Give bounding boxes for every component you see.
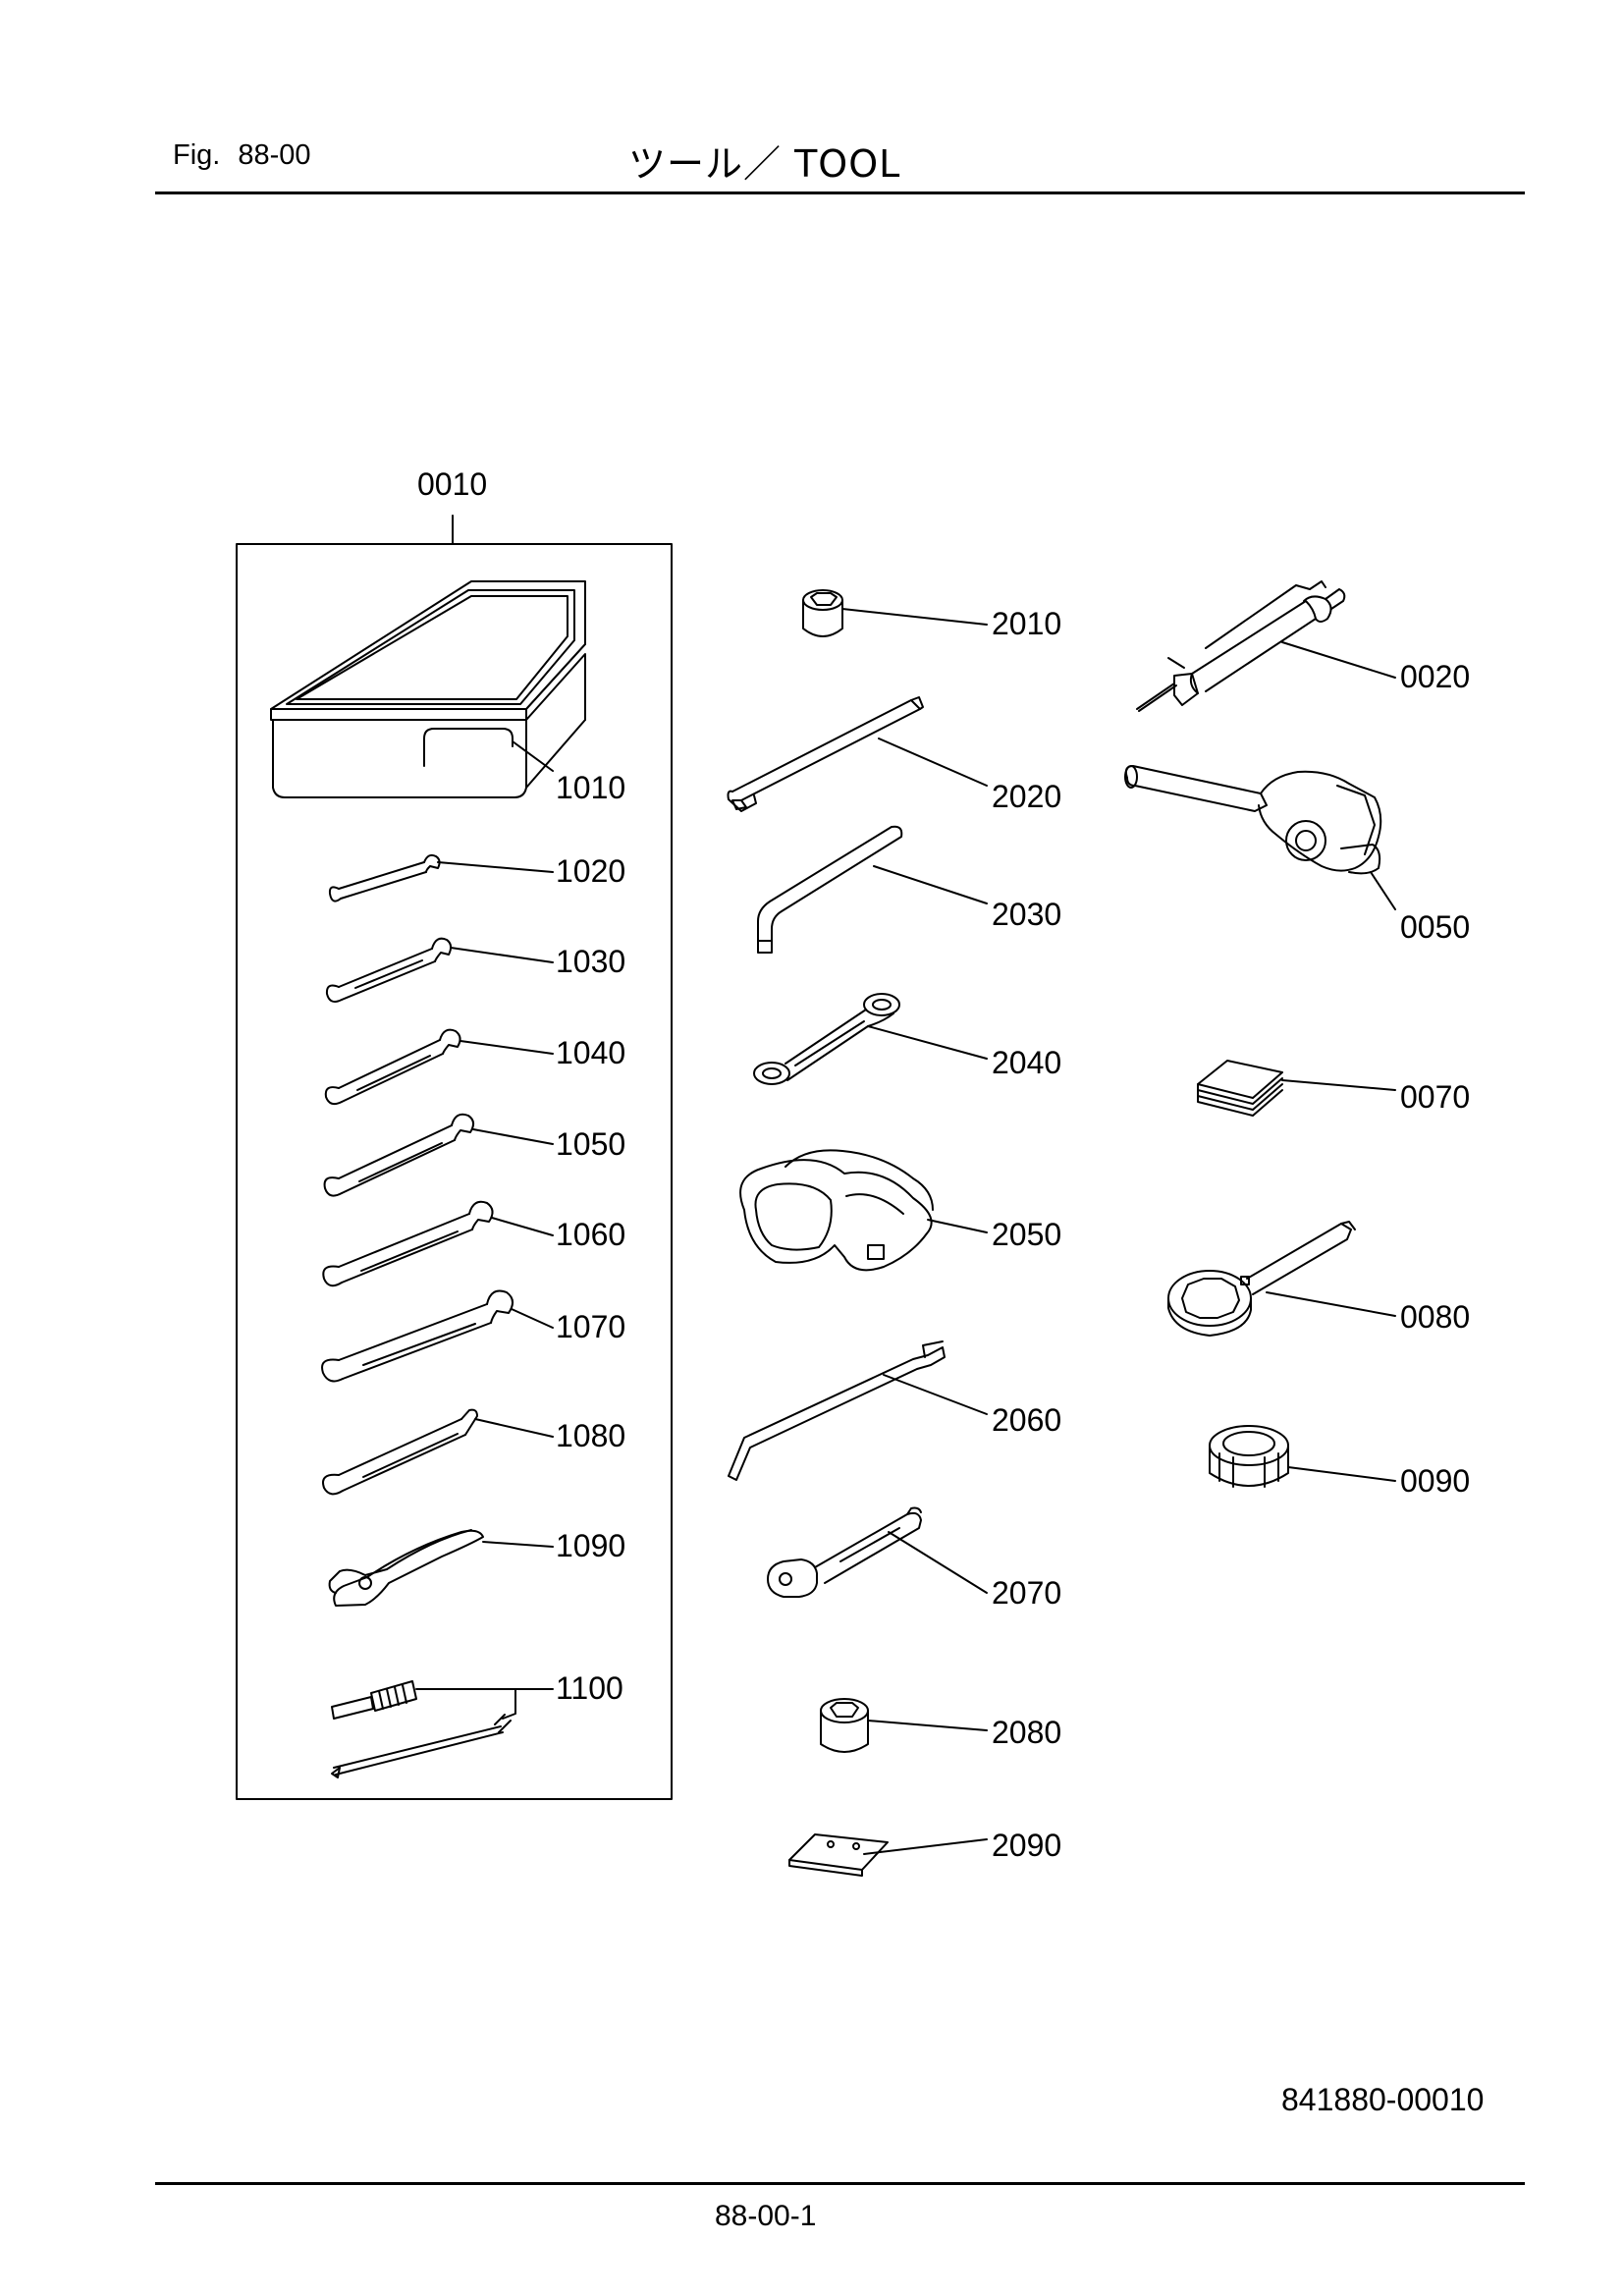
- grease-gun-icon: [1136, 580, 1346, 712]
- part-label-1010: 1010: [556, 770, 625, 805]
- part-label-0050: 0050: [1400, 909, 1470, 945]
- wrench-1040-icon: [324, 1028, 461, 1106]
- box-wrench-icon: [753, 993, 900, 1085]
- leader-1070: [511, 1308, 554, 1329]
- leader-1050: [472, 1128, 554, 1145]
- part-label-1060: 1060: [556, 1217, 625, 1252]
- part-label-2050: 2050: [992, 1217, 1061, 1252]
- ratchet-icon: [767, 1506, 922, 1598]
- leader-2040: [867, 1025, 988, 1060]
- leader-1020: [437, 861, 554, 873]
- leader-2030: [873, 865, 988, 904]
- leader-2050: [927, 1219, 988, 1233]
- wrench-1030-icon: [325, 937, 453, 1003]
- plate-icon: [788, 1833, 889, 1877]
- screwdriver-icon: [331, 1680, 512, 1778]
- leader-0080: [1266, 1291, 1396, 1317]
- part-label-0080: 0080: [1400, 1299, 1470, 1335]
- part-label-1020: 1020: [556, 853, 625, 889]
- part-label-1050: 1050: [556, 1126, 625, 1162]
- part-label-0070: 0070: [1400, 1079, 1470, 1115]
- filter-wrench-icon: [1167, 1221, 1356, 1337]
- cloths-icon: [1197, 1060, 1283, 1117]
- document-number: 841880-00010: [1281, 2082, 1485, 2117]
- part-label-1100: 1100: [556, 1670, 623, 1706]
- wrench-1070-icon: [321, 1289, 514, 1383]
- leader-1010: [512, 740, 554, 772]
- header-rule: [155, 191, 1525, 194]
- toolbox-icon: [270, 580, 586, 798]
- part-label-0090: 0090: [1400, 1463, 1470, 1499]
- leader-2080: [867, 1720, 988, 1731]
- pry-bar-icon: [728, 1340, 946, 1481]
- wrench-1060-icon: [322, 1200, 494, 1287]
- leader-1080: [474, 1418, 554, 1438]
- part-label-0010: 0010: [417, 466, 487, 502]
- socket-small-icon: [802, 589, 843, 637]
- part-label-2090: 2090: [992, 1828, 1061, 1863]
- leader-2070: [888, 1531, 988, 1594]
- goggles-icon: [739, 1149, 934, 1272]
- part-label-2010: 2010: [992, 606, 1061, 641]
- wrench-1050-icon: [323, 1113, 474, 1197]
- socket-large-icon: [820, 1698, 869, 1753]
- leader-1060: [491, 1217, 554, 1236]
- part-label-2040: 2040: [992, 1045, 1061, 1080]
- figure-label: Fig. 88-00: [173, 139, 311, 172]
- extension-bar-icon: [727, 696, 924, 812]
- leader-0020: [1281, 641, 1396, 679]
- leader-1040: [460, 1040, 554, 1055]
- page-number: 88-00-1: [715, 2200, 817, 2232]
- figure-label-text: Fig.: [173, 139, 221, 171]
- blower-icon: [1124, 765, 1382, 875]
- wrench-1020-icon: [328, 853, 441, 902]
- wrench-1080-icon: [322, 1408, 478, 1496]
- part-label-1080: 1080: [556, 1418, 625, 1453]
- leader-2090: [863, 1838, 988, 1855]
- part-label-2030: 2030: [992, 897, 1061, 932]
- leader-1090: [482, 1541, 554, 1548]
- part-label-2020: 2020: [992, 779, 1061, 814]
- l-wrench-icon: [757, 825, 903, 954]
- part-label-1040: 1040: [556, 1035, 625, 1070]
- leader-1100: [415, 1688, 554, 1720]
- part-label-2060: 2060: [992, 1402, 1061, 1438]
- part-label-1090: 1090: [556, 1528, 625, 1563]
- leader-0070: [1281, 1079, 1396, 1091]
- toolbox-group-frame: [236, 543, 673, 1800]
- part-label-0020: 0020: [1400, 659, 1470, 694]
- cap-wrench-icon: [1209, 1425, 1289, 1488]
- page-title: ツール／ TOOL: [628, 142, 901, 186]
- part-label-1070: 1070: [556, 1309, 625, 1344]
- leader-2010: [841, 608, 988, 626]
- figure-number: 88-00: [238, 139, 311, 171]
- part-label-2080: 2080: [992, 1715, 1061, 1750]
- leader-2020: [878, 738, 988, 787]
- leader-0090: [1287, 1466, 1396, 1482]
- leader-0050: [1370, 871, 1396, 910]
- footer-rule: [155, 2182, 1525, 2185]
- part-label-1030: 1030: [556, 944, 625, 979]
- leader-1030: [450, 947, 554, 963]
- leader-2060: [883, 1374, 988, 1415]
- pliers-icon: [328, 1529, 484, 1607]
- part-label-2070: 2070: [992, 1575, 1061, 1611]
